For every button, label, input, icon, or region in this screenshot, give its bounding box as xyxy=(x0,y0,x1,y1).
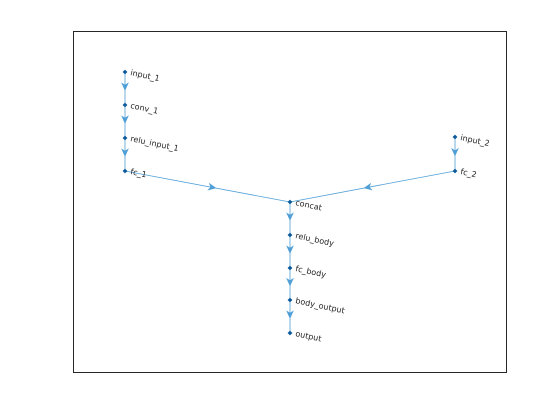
node-label-conv_1: conv_1 xyxy=(130,101,159,116)
edge-arrow-input_2-to-fc_2 xyxy=(451,147,459,157)
node-marker-concat xyxy=(287,199,293,205)
edge-arrow-relu_input_1-to-fc_1 xyxy=(121,148,129,157)
node-marker-relu_input_1 xyxy=(122,135,128,141)
node-marker-fc_2 xyxy=(452,168,458,174)
node-label-output: output xyxy=(295,329,323,343)
node-label-fc_body: fc_body xyxy=(295,264,327,279)
node-label-concat: concat xyxy=(295,198,323,212)
node-label-relu_input_1: relu_input_1 xyxy=(130,134,180,153)
node-marker-fc_body xyxy=(287,265,293,271)
node-marker-body_output xyxy=(287,297,293,303)
node-label-fc_2: fc_2 xyxy=(460,167,478,179)
node-marker-input_1 xyxy=(122,69,128,75)
axes-frame xyxy=(73,31,507,373)
node-marker-input_2 xyxy=(452,134,458,140)
node-label-input_1: input_1 xyxy=(130,68,161,83)
node-marker-relu_body xyxy=(287,232,293,238)
node-label-relu_body: relu_body xyxy=(295,231,335,248)
node-marker-output xyxy=(287,330,293,336)
edges-layer xyxy=(121,72,459,333)
node-label-input_2: input_2 xyxy=(460,133,491,148)
labels-layer: input_1 conv_1 relu_input_1 fc_1 input_2 fc_2… xyxy=(130,68,491,343)
node-label-body_output: body_output xyxy=(295,296,346,315)
node-marker-fc_1 xyxy=(122,168,128,174)
edge-arrow-fc_1-to-concat xyxy=(207,182,217,191)
edge-fc_2-to-concat xyxy=(289,170,456,203)
edge-arrow-fc_body-to-body_output xyxy=(286,277,294,287)
edge-arrow-concat-to-relu_body xyxy=(286,212,294,221)
edge-arrow-body_output-to-output xyxy=(286,310,294,319)
node-marker-conv_1 xyxy=(122,102,128,108)
edge-fc_1-to-concat xyxy=(124,170,291,203)
nodes-layer xyxy=(122,69,458,336)
edge-arrow-relu_body-to-fc_body xyxy=(286,245,294,254)
edge-arrow-input_1-to-conv_1 xyxy=(121,82,129,91)
node-label-fc_1: fc_1 xyxy=(130,167,148,179)
edge-arrow-fc_2-to-concat xyxy=(363,182,373,191)
edge-arrow-conv_1-to-relu_input_1 xyxy=(121,115,129,124)
